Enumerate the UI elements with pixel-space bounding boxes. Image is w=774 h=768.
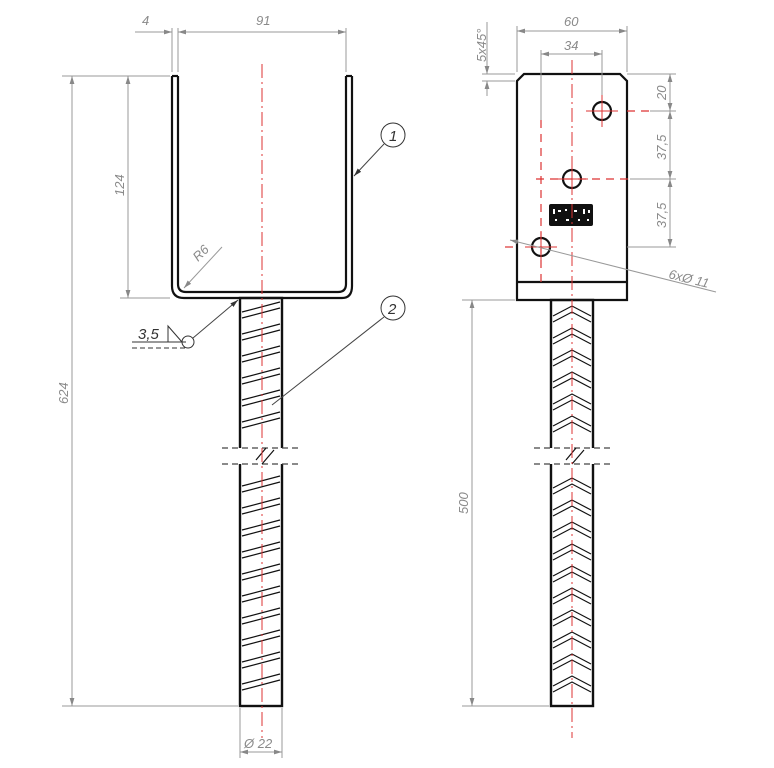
dim-rod-length: 500 — [456, 492, 471, 514]
svg-text:1: 1 — [389, 128, 397, 145]
dim-total-height: 624 — [56, 382, 71, 404]
dim-wall-thickness: 4 — [142, 13, 149, 28]
weld-symbol: 3,5 — [132, 299, 239, 349]
balloon-1: 1 — [353, 122, 406, 177]
side-plate — [515, 72, 629, 302]
weld-size-label: 3,5 — [138, 326, 160, 343]
side-view: 60 34 5x45° 20 37,5 37,5 6xØ 11 500 — [456, 14, 717, 738]
dim-hole-spacing-1: 37,5 — [654, 134, 669, 160]
dim-bracket-height: 124 — [112, 174, 127, 196]
front-view: 4 91 124 624 R6 3,5 Ø 22 — [56, 13, 406, 758]
dim-top-to-hole: 20 — [654, 85, 669, 101]
dim-rod-diameter: Ø 22 — [243, 736, 273, 751]
svg-text:2: 2 — [387, 301, 397, 318]
marking-plate — [549, 204, 593, 226]
rebar-rod-part-2 — [222, 296, 300, 708]
dim-holes: 6xØ 11 — [667, 266, 710, 290]
dim-plate-width: 60 — [564, 14, 579, 29]
dim-inner-width: 91 — [256, 13, 270, 28]
balloon-2: 2 — [271, 295, 406, 406]
dim-chamfer: 5x45° — [474, 29, 489, 62]
dim-hole-offset: 34 — [564, 38, 578, 53]
dim-hole-spacing-2: 37,5 — [654, 202, 669, 228]
